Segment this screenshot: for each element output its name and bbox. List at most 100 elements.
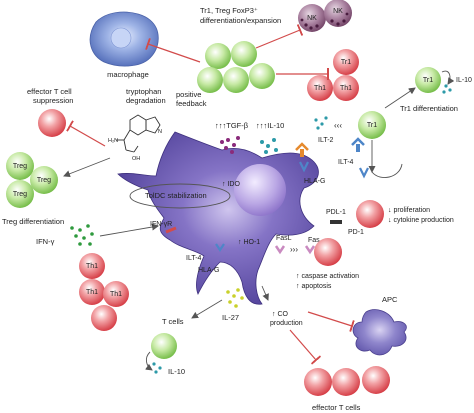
ifng-label: IFN-γ [36, 237, 55, 246]
tr1-cell [358, 111, 386, 139]
treg-cluster: Treg Treg Treg [6, 152, 58, 208]
il27-dots [226, 288, 244, 308]
co-label: ↑ CO [272, 311, 289, 318]
nk-label: NK [307, 15, 317, 22]
treg-label: Treg [13, 163, 27, 170]
tgf-beta-label: ↑↑↑TGF-β [215, 121, 249, 130]
il10-arrow [441, 70, 455, 85]
positive-feedback-label: feedback [176, 99, 207, 108]
treg-label: Treg [13, 191, 27, 198]
treg-differentiation-label: Treg differentiation [2, 217, 64, 226]
fas-cell [314, 238, 342, 266]
tryptophan-atom: N [158, 129, 162, 135]
apoptosis-label: ↑ apoptosis [296, 283, 332, 290]
toldc-loop [129, 183, 231, 209]
pd1-cell [356, 200, 384, 228]
il10-arrow [145, 351, 153, 371]
il10-dots [152, 362, 162, 374]
positive-feedback-label: positive [176, 90, 201, 99]
ifng-dots [70, 224, 94, 246]
inhibit-line [289, 329, 322, 365]
th1-label: Th1 [314, 85, 326, 92]
th1-label: Th1 [86, 289, 98, 296]
ifngr-label: IFN-γR [150, 221, 172, 228]
inhibit-line [307, 311, 355, 333]
apc-cell [352, 309, 407, 356]
macrophage-cell [89, 11, 159, 67]
arrow [99, 223, 159, 237]
fasl-label: FasL [276, 235, 292, 242]
th1-pair: Tr1 Th1 Th1 [307, 49, 359, 101]
tr1-cell-right: Tr1 [415, 67, 441, 93]
tr1-label: Tr1 [423, 77, 433, 84]
toldc-label: TolDC stabilization [145, 191, 207, 200]
fasl-receptor [274, 245, 286, 255]
il2-dots [314, 116, 328, 130]
tr1-treg-label: Tr1, Treg FoxP3⁺ [200, 6, 258, 15]
apc-label: APC [382, 295, 398, 304]
chevrons: ››› [290, 245, 298, 254]
cytokine-label: ↓ cytokine production [388, 217, 454, 224]
fas-receptor [304, 245, 316, 255]
arrow [63, 157, 111, 178]
tryptophan-label: degradation [126, 96, 166, 105]
proliferation-label: ↓ proliferation [388, 207, 430, 214]
ido-label: ↑ IDO [222, 181, 240, 188]
tryptophan-structure-icon [116, 114, 161, 153]
tryptophan-label: tryptophan [126, 87, 161, 96]
tr1-treg-cluster [197, 41, 275, 93]
dc-nucleus [234, 164, 286, 216]
ilt4-label: ILT-4 [338, 159, 354, 166]
inhibit-line [145, 38, 201, 63]
arrow [191, 299, 223, 319]
caspase-label: ↑ caspase activation [296, 273, 359, 280]
arrow [384, 87, 416, 109]
fas-label: Fas [308, 237, 320, 244]
ifngr-receptor [165, 226, 177, 234]
tgf-dots [220, 136, 240, 154]
il27-label: IL-27 [222, 313, 239, 322]
tcell [151, 333, 177, 359]
ilt4-label: ILT-4 [186, 255, 202, 262]
tryptophan-atom: OH [132, 156, 140, 162]
il10-up-label: ↑↑↑IL-10 [256, 121, 284, 130]
tr1-label: Tr1 [367, 122, 377, 129]
effector-suppression-label: effector T cell [27, 87, 72, 96]
effector-suppression-label: suppression [33, 96, 73, 105]
effector-tcells-label: effector T cells [312, 403, 361, 412]
tr1-differentiation-label: Tr1 differentiation [400, 104, 458, 113]
hlag-label: HLA-G [198, 267, 219, 274]
nk-label: NK [333, 8, 343, 15]
chevrons: ‹‹‹ [334, 121, 342, 130]
th1-cluster: Th1 Th1 Th1 [79, 253, 129, 331]
th1-label: Th1 [340, 85, 352, 92]
arrow [261, 285, 269, 301]
th1-label: Th1 [110, 291, 122, 298]
pdl1-label: PDL-1 [326, 209, 346, 216]
ho1-label: ↑ HO-1 [238, 239, 260, 246]
macrophage-label: macrophage [107, 70, 149, 79]
differentiation-expansion-label: differentiation/expansion [200, 16, 281, 25]
il10-label: IL-10 [168, 367, 185, 376]
il10-label: IL-10 [456, 77, 472, 84]
tryptophan-atom: H₂N [108, 138, 118, 144]
hlag-label: HLA-G [304, 178, 325, 185]
inhibit-line [66, 120, 106, 147]
tcells-label: T cells [162, 317, 184, 326]
ilt4-receptor [215, 243, 225, 252]
th1-label: Tr1 [341, 59, 351, 66]
co-label: production [270, 320, 303, 327]
ilt2-receptor [295, 137, 365, 157]
th1-label: Th1 [86, 263, 98, 270]
hlag-receptor [299, 161, 369, 179]
arrow [371, 163, 403, 179]
inhibit-line [255, 24, 304, 49]
tolerogenic-dc-body [117, 131, 319, 305]
il10-dots [442, 84, 452, 94]
treg-label: Treg [37, 177, 51, 184]
pd1-label: PD-1 [348, 229, 364, 236]
nk-cell: NK [324, 0, 352, 27]
il10-dots [260, 138, 278, 154]
effector-cell [38, 109, 66, 137]
